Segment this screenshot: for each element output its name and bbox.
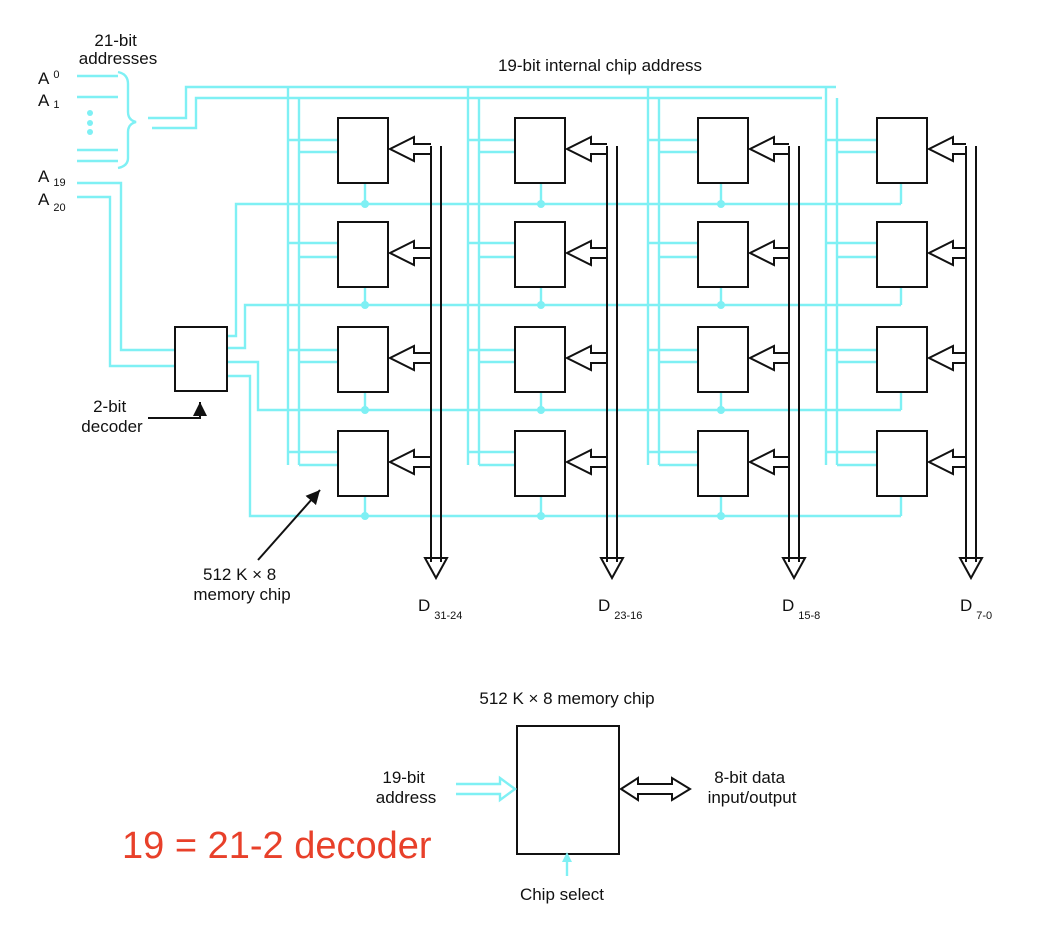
memory-chip-pointer-arrow (257, 489, 321, 561)
memory-chip-label: 512 K × 8 memory chip (193, 565, 290, 604)
data-arrow-r3c4 (926, 344, 966, 372)
a20-sub: 20 (53, 202, 65, 214)
memory-chip-r2c4 (876, 221, 928, 288)
a0-sub: 0 (53, 69, 59, 81)
address-in-line1: 19-bit (382, 768, 425, 787)
memory-chip-r2c1 (337, 221, 389, 288)
single-memory-chip (516, 725, 620, 855)
data-arrow-r1c3 (747, 135, 789, 163)
address-in-label: 19-bit address (376, 768, 436, 807)
data-arrow-r1c1 (387, 135, 431, 163)
bus-arrowhead-c4 (958, 557, 984, 581)
data-arrow-r1c4 (926, 135, 966, 163)
address-bits-text: 21-bit (94, 31, 137, 50)
address-in-line2: address (376, 788, 436, 807)
data-bus-letter: D (598, 596, 610, 615)
decoder-label-line1: 2-bit (93, 397, 126, 416)
a0-letter: A (38, 69, 50, 88)
decoder-box (174, 326, 228, 392)
bus-arrowhead-c3 (781, 557, 807, 581)
memory-chip-r4c4 (876, 430, 928, 497)
decoder-label: 2-bit decoder (81, 397, 143, 436)
memory-chip-r2c3 (697, 221, 749, 288)
chip-select-arrowhead (562, 852, 572, 862)
memory-chip-label-line2: memory chip (193, 585, 290, 604)
memory-chip-r1c2 (514, 117, 566, 184)
address-wires (77, 70, 903, 518)
data-arrow-r4c1 (387, 448, 431, 476)
memory-chip-r1c1 (337, 117, 389, 184)
bus-arrowhead-c1 (423, 557, 449, 581)
chip-select-label: Chip select (520, 885, 604, 904)
a19-sub: 19 (53, 177, 65, 189)
data-bus-label-4: D 7-0 (960, 596, 992, 622)
memory-chip-r3c3 (697, 326, 749, 393)
address-in-arrow (456, 775, 518, 803)
data-io-label: 8-bit data input/output (708, 768, 797, 807)
data-arrow-r2c3 (747, 239, 789, 267)
address-bits-text-line2: addresses (79, 49, 157, 68)
a1-letter: A (38, 91, 50, 110)
memory-chip-r3c4 (876, 326, 928, 393)
data-bus-label-1: D 31-24 (418, 596, 462, 622)
memory-chip-r1c4 (876, 117, 928, 184)
memory-chip-r3c1 (337, 326, 389, 393)
data-io-line2: input/output (708, 788, 797, 807)
data-arrow-r3c3 (747, 344, 789, 372)
data-io-line1: 8-bit data (714, 768, 785, 787)
junction-dots (87, 110, 725, 520)
memory-chip-r3c2 (514, 326, 566, 393)
data-arrow-r1c2 (564, 135, 607, 163)
bus-arrowhead-c2 (599, 557, 625, 581)
memory-chip-label-line1: 512 K × 8 (203, 565, 276, 584)
memory-chip-r1c3 (697, 117, 749, 184)
data-arrow-r2c2 (564, 239, 607, 267)
memory-chip-r4c2 (514, 430, 566, 497)
data-arrow-r4c4 (926, 448, 966, 476)
data-bus-letter: D (960, 596, 972, 615)
data-arrow-r3c1 (387, 344, 431, 372)
decoder-label-line2: decoder (81, 417, 143, 436)
data-arrow-r3c2 (564, 344, 607, 372)
decoder-pointer-arrow (148, 402, 207, 419)
data-bus-range: 7-0 (976, 610, 992, 622)
data-bus-labels: D 31-24 D 23-16 D 15-8 D 7-0 (418, 596, 992, 622)
data-arrow-r4c2 (564, 448, 607, 476)
a20-letter: A (38, 190, 50, 209)
data-bus-label-2: D 23-16 (598, 596, 642, 622)
decoder-annotation: 19 = 21-2 decoder (122, 825, 432, 867)
memory-chip-grid (337, 117, 984, 581)
address-bits-label: 21-bit addresses (79, 31, 157, 68)
data-bus-letter: D (418, 596, 430, 615)
memory-chip-r2c2 (514, 221, 566, 288)
a1-sub: 1 (53, 99, 59, 111)
data-arrow-r4c3 (747, 448, 789, 476)
chip-diagram-title: 512 K × 8 memory chip (479, 689, 654, 708)
data-bus-range: 15-8 (798, 610, 820, 622)
data-bus-range: 23-16 (614, 610, 642, 622)
data-arrow-r2c4 (926, 239, 966, 267)
memory-chip-r4c3 (697, 430, 749, 497)
memory-chip-r4c1 (337, 430, 389, 497)
data-bus-letter: D (782, 596, 794, 615)
a19-letter: A (38, 167, 50, 186)
data-arrow-r2c1 (387, 239, 431, 267)
internal-address-label: 19-bit internal chip address (498, 56, 702, 75)
data-io-arrow (619, 776, 692, 802)
data-bus-label-3: D 15-8 (782, 596, 820, 622)
data-bus-range: 31-24 (434, 610, 462, 622)
